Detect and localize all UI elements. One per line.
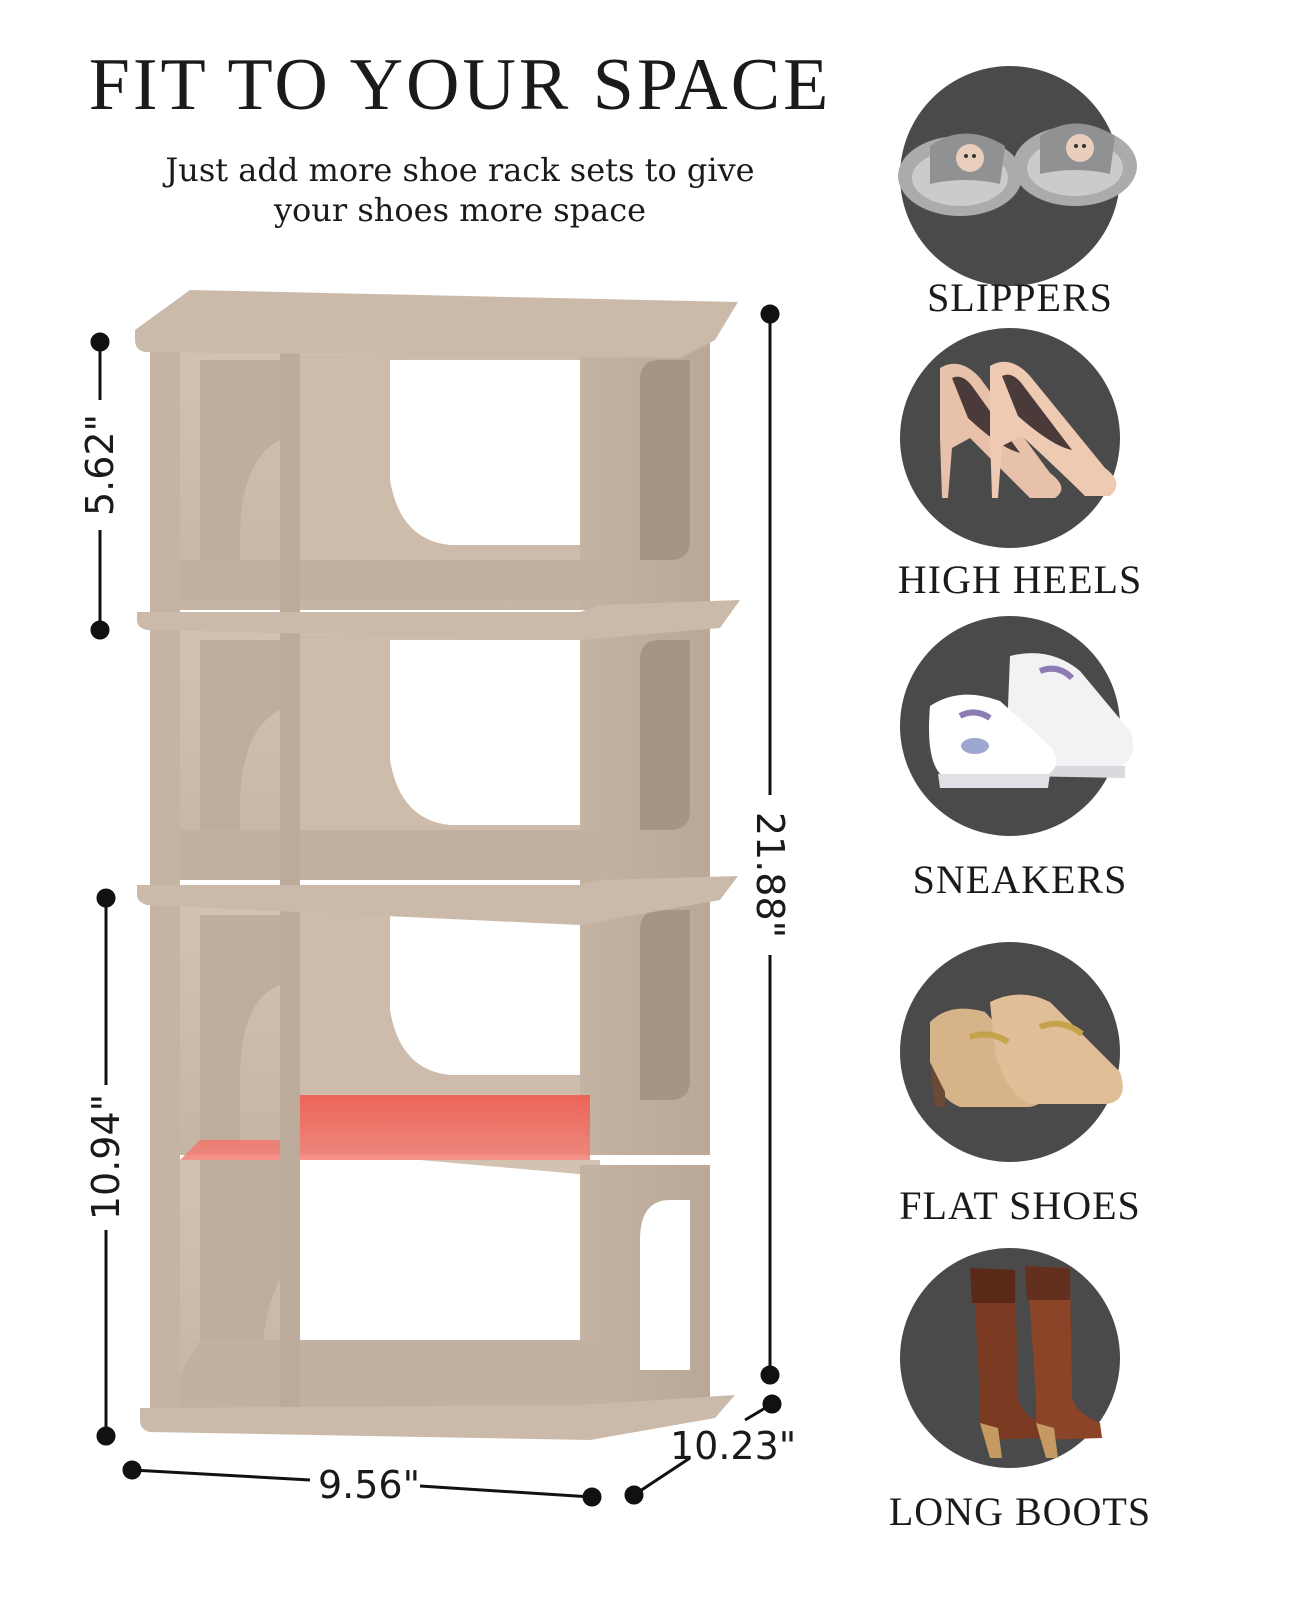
high-heels-icon <box>900 328 1120 548</box>
shoe-label-slippers: SLIPPERS <box>927 275 1113 320</box>
shoe-label-sneakers: SNEAKERS <box>912 857 1128 902</box>
shoe-label-flat-shoes: FLAT SHOES <box>899 1183 1141 1228</box>
rack-shelf-2 <box>137 600 740 640</box>
shoe-types-list: SLIPPERS HIGH HEELS SNEAKERS <box>870 0 1170 1600</box>
slippers-icon <box>898 66 1137 286</box>
dimension-label-depth: 10.23" <box>670 1424 797 1468</box>
subtitle: Just add more shoe rack sets to give you… <box>90 150 830 230</box>
shoe-rack-illustration <box>90 290 782 1507</box>
long-boots-icon <box>900 1248 1120 1468</box>
subtitle-line-2: your shoes more space <box>273 191 647 229</box>
flat-shoes-icon <box>900 942 1123 1162</box>
rack-tier-3 <box>160 895 710 1175</box>
dimension-line-tier <box>90 332 110 640</box>
dimension-label-total-height: 21.88" <box>748 811 792 939</box>
dimension-line-depth <box>624 1394 782 1505</box>
dimension-line-double-tier <box>96 888 116 1446</box>
rack-tier-4 <box>160 1160 710 1410</box>
dimension-label-double-tier: 10.94" <box>84 1093 128 1221</box>
dimension-label-width: 9.56" <box>318 1463 421 1507</box>
sneakers-icon <box>900 616 1134 836</box>
dimension-line-total-height <box>760 304 780 1385</box>
rack-shelf-3 <box>137 876 738 925</box>
rack-left-post <box>150 340 180 1420</box>
dimension-line-width <box>122 1460 602 1507</box>
rack-top-shelf <box>135 290 738 358</box>
rack-tier-1 <box>150 340 710 610</box>
dimension-label-tier: 5.62" <box>78 413 122 517</box>
page-title: FIT TO YOUR SPACE <box>88 44 832 126</box>
subtitle-line-1: Just add more shoe rack sets to give <box>165 151 755 189</box>
shoe-label-long-boots: LONG BOOTS <box>888 1489 1152 1534</box>
rack-tier-2 <box>150 625 710 885</box>
shoe-label-high-heels: HIGH HEELS <box>897 557 1143 602</box>
rack-inner-post <box>280 350 300 1410</box>
rack-base-shelf <box>140 1395 735 1440</box>
